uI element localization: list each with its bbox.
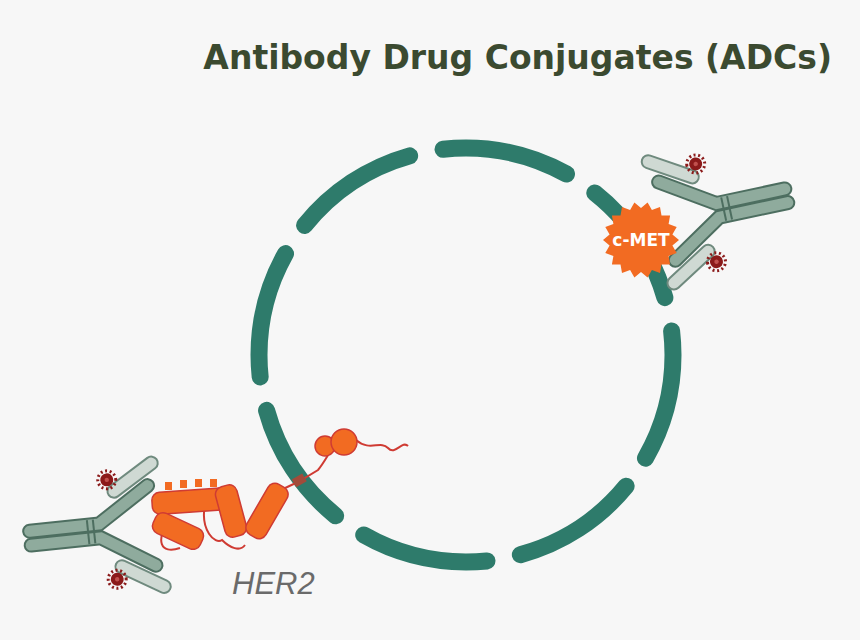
- antibody-cmet: [648, 135, 799, 283]
- antigen-label: c-MET: [612, 230, 669, 250]
- receptor-label: HER2: [232, 566, 315, 602]
- antibody-her2: [24, 463, 164, 600]
- starburst-antigen: c-MET: [603, 202, 679, 278]
- node-text-wrap: c-MET: [612, 230, 669, 250]
- starburst-fill: [603, 203, 679, 278]
- diagram-title: Antibody Drug Conjugates (ADCs): [203, 38, 832, 77]
- cell-membrane: [259, 148, 673, 562]
- her2-receptor: [150, 429, 408, 552]
